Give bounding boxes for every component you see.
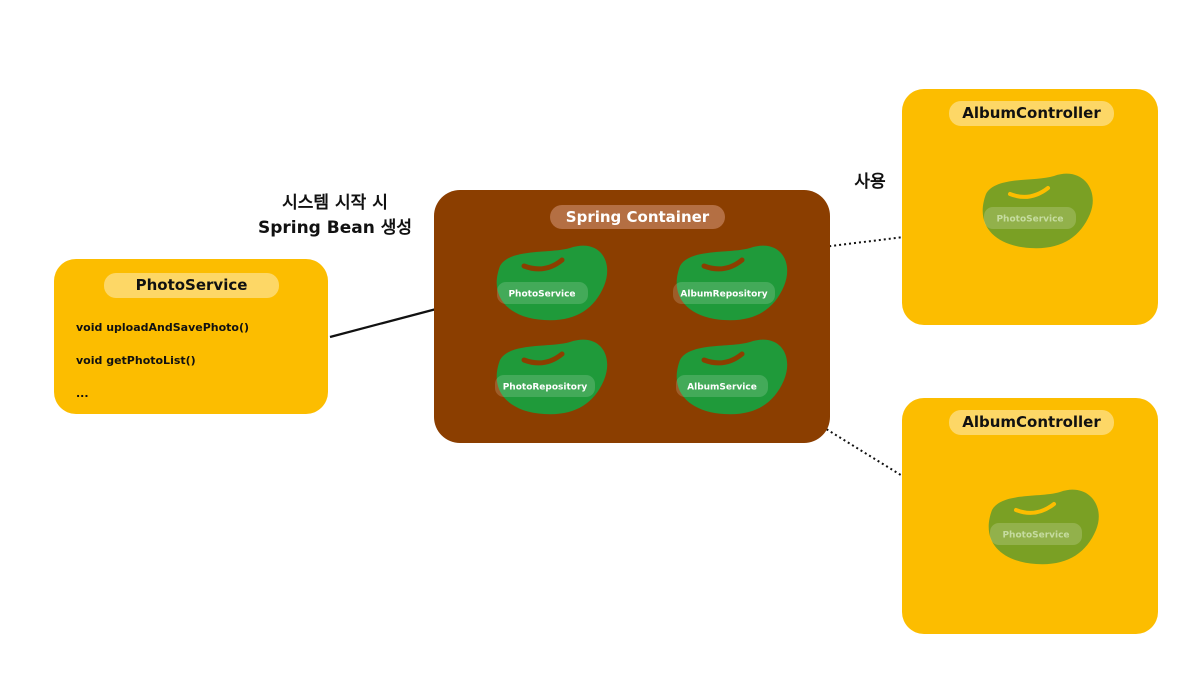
controller-bean-top-label: PhotoService xyxy=(996,215,1063,225)
bean-album-service-label: AlbumService xyxy=(687,383,757,393)
method-ellipsis: ... xyxy=(76,387,89,400)
bean-photo-repository: PhotoRepository xyxy=(495,339,608,415)
usage-label: 사용 xyxy=(854,172,886,192)
album-controller-title-bottom: AlbumController xyxy=(949,410,1114,435)
photo-service-title: PhotoService xyxy=(104,273,279,298)
bean-album-repository: AlbumRepository xyxy=(673,245,788,321)
startup-label-line2: Spring Bean 생성 xyxy=(257,218,413,238)
controller-bean-bottom: PhotoService xyxy=(988,489,1099,565)
bean-photo-service: PhotoService xyxy=(496,245,608,321)
controller-bean-bottom-label: PhotoService xyxy=(1002,531,1069,541)
photo-service-card: PhotoService void uploadAndSavePhoto() v… xyxy=(54,259,328,414)
spring-container-title: Spring Container xyxy=(550,205,725,229)
method-upload-and-save-photo: void uploadAndSavePhoto() xyxy=(76,321,250,334)
method-get-photo-list: void getPhotoList() xyxy=(76,354,196,367)
bean-album-service: AlbumService xyxy=(676,339,788,415)
bean-album-repository-label: AlbumRepository xyxy=(680,290,767,300)
startup-label-line1: 시스템 시작 시 xyxy=(282,193,388,213)
startup-label: 시스템 시작 시 Spring Bean 생성 xyxy=(250,191,420,241)
controller-bean-top: PhotoService xyxy=(982,173,1093,249)
album-controller-title-top: AlbumController xyxy=(949,101,1114,126)
bean-photo-repository-label: PhotoRepository xyxy=(503,383,588,393)
bean-photo-service-label: PhotoService xyxy=(508,290,575,300)
